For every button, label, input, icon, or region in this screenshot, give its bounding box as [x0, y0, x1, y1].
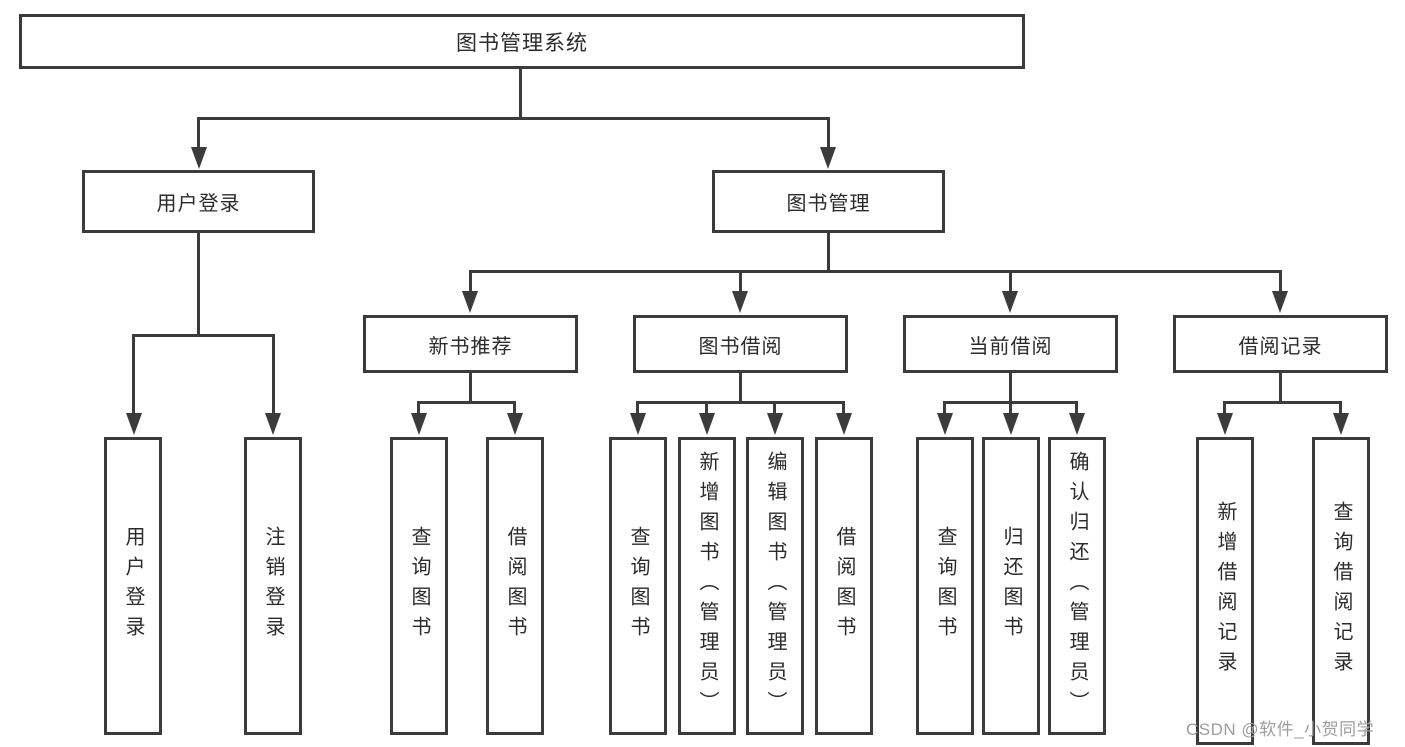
connector-line [827, 233, 830, 273]
connector-line [513, 401, 516, 414]
arrow-down-icon [507, 413, 523, 435]
connector-line [636, 401, 639, 414]
leaf-add-book-admin: 新增图书（管理员） [678, 437, 736, 735]
leaf-query-books-label: 查询图书 [627, 526, 649, 646]
node-current-borrow: 当前借阅 [903, 315, 1118, 373]
arrow-down-icon [820, 147, 836, 169]
arrow-down-icon [937, 413, 953, 435]
arrow-down-icon [126, 413, 142, 435]
connector-line [132, 334, 275, 337]
leaf-return-books: 归还图书 [982, 437, 1040, 735]
arrow-down-icon [1217, 413, 1233, 435]
leaf-user-login-label: 用户登录 [122, 526, 144, 646]
connector-line [1009, 373, 1012, 404]
leaf-query-books: 查询图书 [916, 437, 974, 735]
node-borrow-records: 借阅记录 [1173, 315, 1388, 373]
connector-line [197, 233, 200, 336]
connector-line [1009, 270, 1012, 292]
connector-line [1279, 373, 1282, 404]
connector-line [469, 270, 1282, 273]
connector-line [827, 117, 830, 149]
connector-line [469, 373, 472, 404]
leaf-add-borrow-record: 新增借阅记录 [1196, 437, 1254, 745]
leaf-query-books-label: 查询图书 [408, 526, 430, 646]
arrow-down-icon [1069, 413, 1085, 435]
arrow-down-icon [836, 413, 852, 435]
connector-line [739, 373, 742, 404]
arrow-down-icon [462, 291, 478, 313]
connector-line [1075, 401, 1078, 414]
leaf-confirm-return-admin-label: 确认归还（管理员） [1066, 451, 1088, 721]
leaf-user-login: 用户登录 [104, 437, 162, 735]
connector-line [1223, 401, 1342, 404]
connector-line [1279, 270, 1282, 292]
leaf-edit-book-admin: 编辑图书（管理员） [746, 437, 804, 735]
leaf-query-books: 查询图书 [390, 437, 448, 735]
connector-line [842, 401, 845, 414]
node-book-management: 图书管理 [712, 170, 945, 233]
leaf-query-borrow-record: 查询借阅记录 [1312, 437, 1370, 745]
connector-line [417, 401, 516, 404]
arrow-down-icon [191, 147, 207, 169]
arrow-down-icon [732, 291, 748, 313]
leaf-query-borrow-record-label: 查询借阅记录 [1330, 501, 1352, 681]
leaf-borrow-books: 借阅图书 [815, 437, 873, 735]
leaf-edit-book-admin-label: 编辑图书（管理员） [764, 451, 786, 721]
leaf-query-books: 查询图书 [609, 437, 667, 735]
connector-line [417, 401, 420, 414]
connector-line [132, 334, 135, 413]
connector-line [197, 117, 200, 149]
connector-line [1009, 401, 1012, 414]
arrow-down-icon [699, 413, 715, 435]
connector-line [739, 270, 742, 292]
connector-line [469, 270, 472, 292]
leaf-borrow-books-label: 借阅图书 [833, 526, 855, 646]
leaf-add-book-admin-label: 新增图书（管理员） [696, 451, 718, 721]
arrow-down-icon [1002, 291, 1018, 313]
node-new-book-recommend: 新书推荐 [363, 315, 578, 373]
connector-line [773, 401, 776, 414]
arrow-down-icon [1333, 413, 1349, 435]
node-book-borrow: 图书借阅 [633, 315, 848, 373]
leaf-confirm-return-admin: 确认归还（管理员） [1048, 437, 1106, 735]
node-library-system: 图书管理系统 [19, 14, 1025, 69]
leaf-logout: 注销登录 [244, 437, 302, 735]
arrow-down-icon [265, 413, 281, 435]
csdn-watermark: CSDN @软件_小贺同学 [1186, 720, 1375, 739]
connector-line [943, 401, 946, 414]
connector-line [1339, 401, 1342, 414]
connector-line [636, 401, 845, 404]
connector-line [197, 117, 830, 120]
arrow-down-icon [630, 413, 646, 435]
node-user-login: 用户登录 [82, 170, 315, 233]
arrow-down-icon [767, 413, 783, 435]
leaf-query-books-label: 查询图书 [934, 526, 956, 646]
arrow-down-icon [411, 413, 427, 435]
leaf-add-borrow-record-label: 新增借阅记录 [1214, 501, 1236, 681]
connector-line [705, 401, 708, 414]
leaf-borrow-books-label: 借阅图书 [504, 526, 526, 646]
leaf-logout-label: 注销登录 [262, 526, 284, 646]
connector-line [1223, 401, 1226, 414]
leaf-borrow-books: 借阅图书 [486, 437, 544, 735]
leaf-return-books-label: 归还图书 [1000, 526, 1022, 646]
connector-line [272, 334, 275, 413]
arrow-down-icon [1003, 413, 1019, 435]
connector-line [519, 67, 522, 119]
arrow-down-icon [1272, 291, 1288, 313]
